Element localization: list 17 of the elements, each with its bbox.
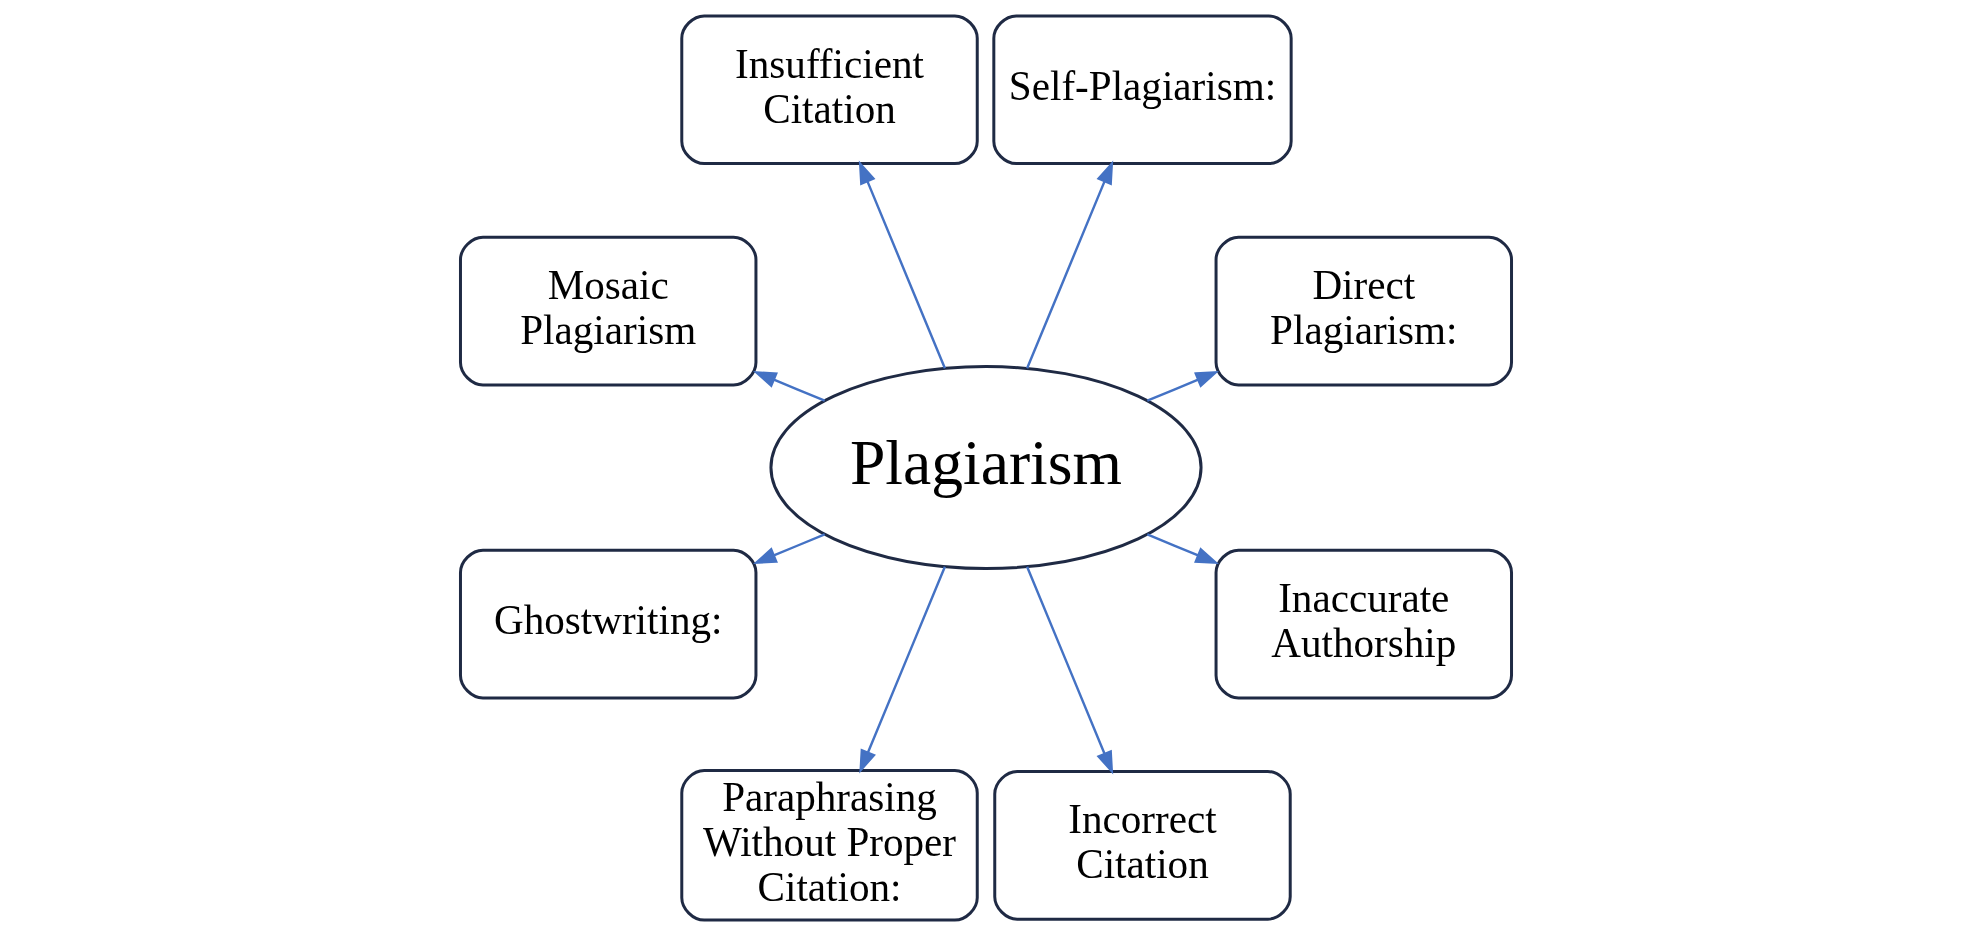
node-ellipse: Plagiarism [768, 365, 1203, 570]
arrow [1146, 371, 1219, 402]
arrow [1025, 566, 1113, 775]
node-box: Inaccurate Authorship [1214, 548, 1513, 700]
node-box: Self-Plagiarism: [991, 14, 1293, 166]
node-box: Incorrect Citation [992, 769, 1292, 921]
node-box: Direct Plagiarism: [1214, 235, 1513, 387]
arrow [858, 566, 946, 774]
arrow [752, 533, 825, 565]
arrow [752, 371, 825, 402]
node-box: Ghostwriting: [458, 548, 757, 700]
arrow [858, 160, 946, 369]
node-box: Mosaic Plagiarism [458, 235, 757, 387]
arrow [1025, 160, 1113, 369]
node-box: Paraphrasing Without Proper Citation: [679, 769, 979, 922]
arrow [1146, 533, 1219, 565]
node-box: Insufficient Citation [679, 14, 979, 166]
